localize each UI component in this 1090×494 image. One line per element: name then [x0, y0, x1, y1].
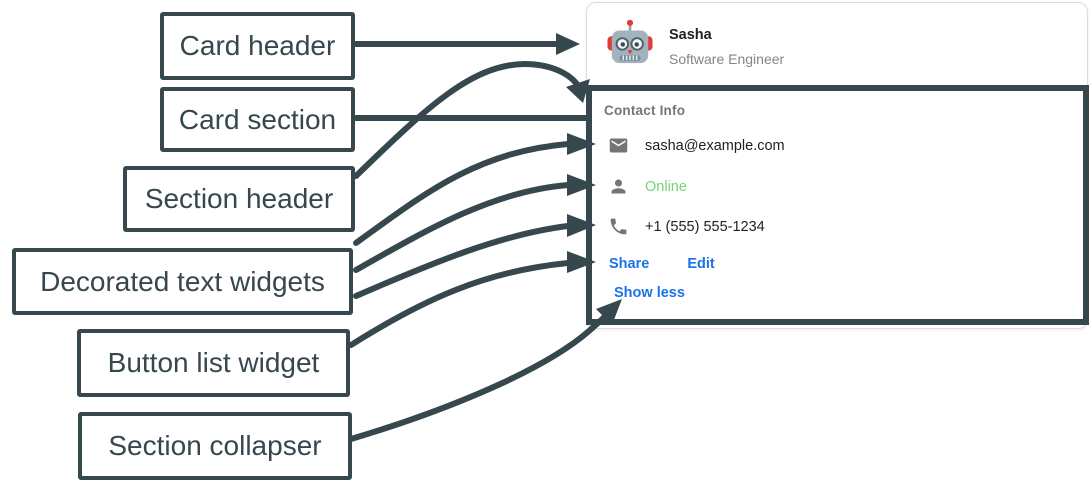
label-card-header: Card header	[160, 12, 355, 80]
button-list: Share Edit	[609, 256, 715, 272]
email-icon	[609, 138, 628, 153]
label-decorated-text-widgets: Decorated text widgets	[12, 248, 353, 315]
robot-avatar-icon	[607, 19, 653, 64]
show-less-collapser[interactable]: Show less	[614, 285, 685, 301]
phone-icon	[610, 218, 627, 235]
decorated-text-arrow-3	[353, 223, 571, 299]
decorated-text-phone-row: +1 (555) 555-1234	[608, 216, 765, 237]
decorated-text-arrow-1	[353, 141, 571, 246]
section-header-arrow	[353, 60, 582, 179]
email-text: sasha@example.com	[645, 137, 785, 154]
card-header-subtitle: Software Engineer	[669, 51, 785, 67]
share-button[interactable]: Share	[609, 256, 650, 272]
edit-button[interactable]: Edit	[687, 256, 715, 272]
card-header-title: Sasha	[669, 27, 712, 43]
label-section-header: Section header	[123, 166, 355, 232]
section-collapser-arrow	[348, 309, 612, 442]
decorated-text-arrow-2	[353, 182, 571, 273]
status-text: Online	[645, 178, 687, 195]
label-button-list-widget: Button list widget	[77, 329, 350, 397]
label-section-collapser: Section collapser	[78, 412, 352, 480]
card-section-outline	[585, 85, 1089, 325]
person-icon	[611, 179, 626, 194]
phone-text: +1 (555) 555-1234	[645, 218, 765, 235]
decorated-text-email-row: sasha@example.com	[608, 135, 785, 156]
card-header-arrowhead	[556, 33, 580, 55]
card-header-area: Sasha Software Engineer	[587, 3, 1087, 85]
button-list-arrow	[348, 260, 571, 348]
section-header-text: Contact Info	[604, 103, 686, 118]
label-card-section: Card section	[160, 87, 355, 152]
contact-card: Sasha Software Engineer Contact Info sas…	[585, 2, 1089, 329]
decorated-text-status-row: Online	[608, 176, 687, 197]
